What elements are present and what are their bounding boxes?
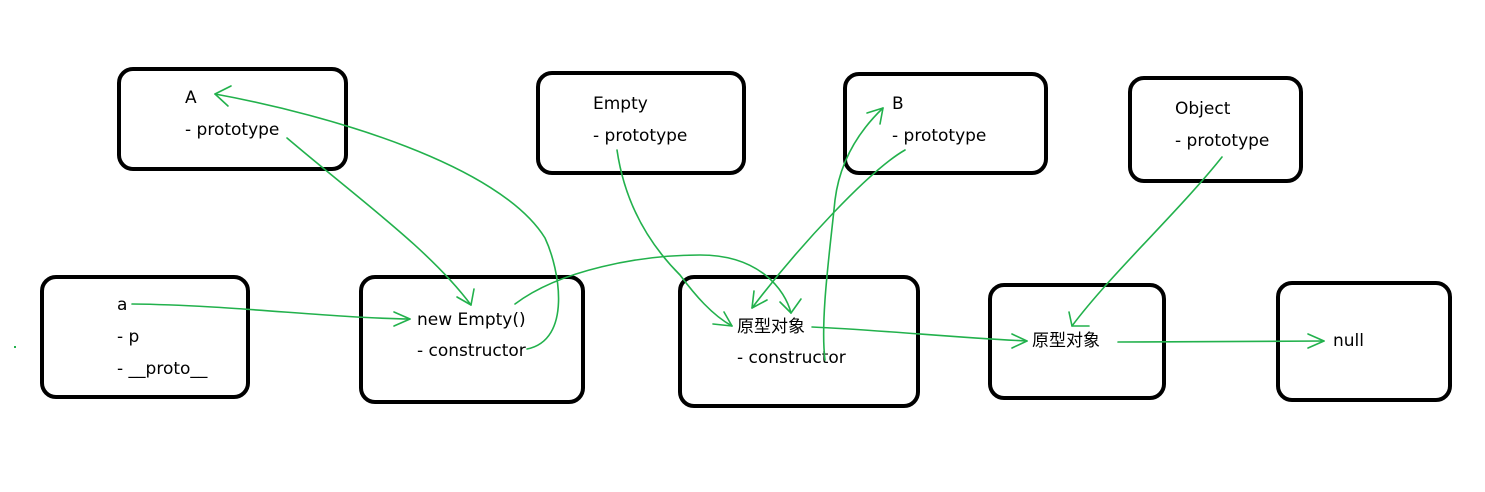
prototype-object-2-title: 原型对象 bbox=[1032, 331, 1100, 351]
null-title: null bbox=[1333, 331, 1364, 351]
box-prototype-object-1 bbox=[678, 275, 920, 408]
box-new-empty bbox=[359, 275, 585, 404]
box-null bbox=[1276, 281, 1452, 402]
a-instance-p-label: - p bbox=[117, 327, 140, 347]
new-empty-constructor-label: - constructor bbox=[417, 341, 526, 361]
B-prototype-label: - prototype bbox=[892, 126, 987, 146]
a-instance-proto-label: - __proto__ bbox=[117, 359, 208, 379]
object-prototype-label: - prototype bbox=[1175, 131, 1270, 151]
a-instance-title: a bbox=[117, 295, 128, 315]
box-object bbox=[1128, 76, 1303, 183]
stray-dot bbox=[14, 346, 16, 348]
A-prototype-label: - prototype bbox=[185, 120, 280, 140]
prototype-object-1-constructor-label: - constructor bbox=[737, 348, 846, 368]
box-B bbox=[843, 72, 1048, 175]
empty-title: Empty bbox=[593, 94, 648, 114]
B-title: B bbox=[892, 94, 904, 114]
new-empty-title: new Empty() bbox=[417, 310, 526, 330]
box-A bbox=[117, 67, 348, 171]
object-title: Object bbox=[1175, 99, 1231, 119]
box-empty bbox=[536, 71, 746, 175]
box-a-instance bbox=[40, 275, 250, 399]
empty-prototype-label: - prototype bbox=[593, 126, 688, 146]
prototype-object-1-title: 原型对象 bbox=[737, 317, 805, 337]
A-title: A bbox=[185, 88, 197, 108]
